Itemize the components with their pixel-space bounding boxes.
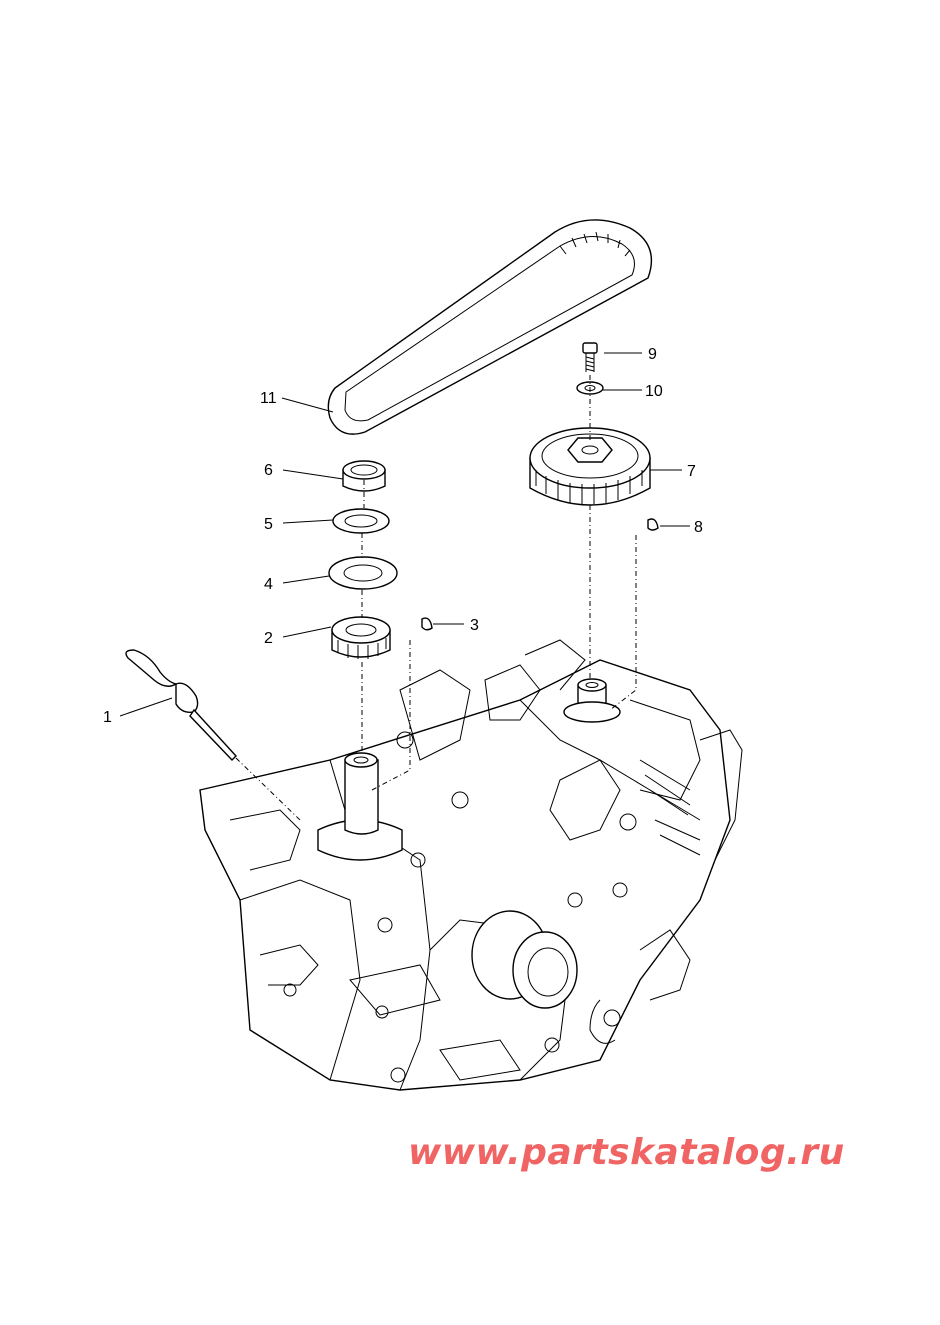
callout-6: 6 (264, 462, 273, 479)
woodruff-key-upper (647, 518, 659, 531)
callout-3: 3 (470, 617, 479, 634)
bolt (582, 342, 598, 372)
callout-11: 11 (260, 390, 277, 407)
woodruff-key-lower (421, 617, 433, 631)
drive-pulley (331, 616, 391, 659)
leader-lines (119, 352, 690, 717)
callout-4: 4 (264, 576, 273, 593)
watermark-url: www.partskatalog.ru (408, 1132, 845, 1173)
powerhead-block (199, 639, 743, 1091)
camshaft-pulley (529, 427, 651, 506)
pulley-nut (342, 460, 386, 492)
pulley-flange (328, 556, 398, 590)
oil-dipstick (125, 649, 237, 762)
callout-8: 8 (694, 519, 703, 536)
callout-labels: 1 2 3 4 5 6 7 8 9 10 11 (103, 346, 703, 726)
callout-9: 9 (648, 346, 657, 363)
callout-5: 5 (264, 516, 273, 533)
assembly-center-lines (235, 375, 637, 821)
callout-10: 10 (645, 383, 663, 400)
callout-7: 7 (687, 463, 696, 480)
plate-washer (332, 508, 390, 534)
timing-belt (327, 219, 653, 435)
callout-2: 2 (264, 630, 273, 647)
callout-1: 1 (103, 709, 112, 726)
